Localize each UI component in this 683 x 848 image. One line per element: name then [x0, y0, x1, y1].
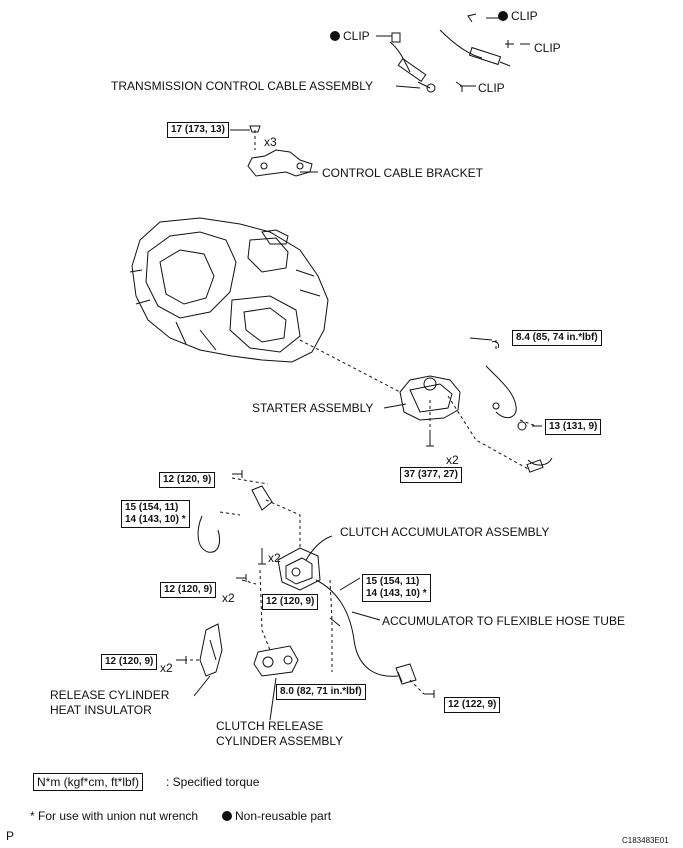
torque-box-12-b: 12 (120, 9): [160, 582, 217, 598]
clutch-accumulator: [251, 485, 321, 591]
control-cable-bracket-label: CONTROL CABLE BRACKET: [322, 166, 483, 180]
torque-box-12-a: 12 (120, 9): [159, 472, 216, 488]
x2-label-bolt: x2: [222, 591, 235, 605]
torque-unit-legend-box: N*m (kgf*cm, ft*lbf): [33, 773, 144, 791]
non-reusable-dot-icon: [330, 31, 340, 41]
release-cylinder-heat-insulator: [199, 623, 223, 677]
clutch-release-label-1: CLUTCH RELEASE: [216, 719, 324, 733]
transmission-control-cable: [389, 13, 514, 93]
torque-box-8-4: 8.4 (85, 74 in.*lbf): [512, 330, 602, 346]
control-cable-bracket: [247, 125, 313, 177]
torque-box-17: 17 (173, 13): [167, 122, 229, 138]
x2-label-insulator: x2: [160, 661, 173, 675]
accumulator-hose-label: ACCUMULATOR TO FLEXIBLE HOSE TUBE: [382, 614, 625, 628]
transmission-control-cable-label: TRANSMISSION CONTROL CABLE ASSEMBLY: [111, 79, 374, 93]
transmission-housing: [129, 217, 329, 363]
x2-label-starter: x2: [446, 453, 459, 467]
torque-14-b: 14 (143, 10) *: [366, 588, 427, 599]
starter-assembly: [399, 341, 553, 473]
release-insulator-label-2: HEAT INSULATOR: [50, 703, 152, 717]
torque-box-37: 37 (377, 27): [400, 467, 462, 483]
x3-label: x3: [264, 135, 277, 149]
torque-15-b: 15 (154, 11): [366, 576, 420, 587]
x2-label-accumulator: x2: [268, 551, 281, 565]
clutch-release-cylinder: [253, 645, 299, 677]
clip-label-4: CLIP: [478, 81, 505, 95]
starter-assembly-label: STARTER ASSEMBLY: [252, 401, 374, 415]
bolts: [176, 430, 435, 698]
guide-lines: [184, 339, 537, 695]
figure-code: C183483E01: [622, 836, 669, 845]
clip-label-2: CLIP: [498, 10, 538, 23]
torque-box-12-c: 12 (120, 9): [262, 594, 319, 610]
release-insulator-label-1: RELEASE CYLINDER: [50, 688, 170, 702]
non-reusable-legend: Non-reusable part: [222, 810, 331, 823]
clip-label-3: CLIP: [534, 41, 561, 55]
non-reusable-dot-icon: [498, 11, 508, 21]
torque-box-8-0: 8.0 (82, 71 in.*lbf): [276, 684, 366, 700]
torque-box-12-d: 12 (120, 9): [101, 654, 158, 670]
hose-tube: [197, 515, 417, 685]
clutch-release-label-2: CYLINDER ASSEMBLY: [216, 734, 344, 748]
non-reusable-dot-icon: [222, 811, 232, 821]
torque-15-a: 15 (154, 11): [125, 502, 179, 513]
page-letter: P: [6, 829, 15, 843]
torque-unit-legend-text: : Specified torque: [166, 775, 260, 789]
torque-box-12-122: 12 (122, 9): [444, 697, 501, 713]
clip-label-1: CLIP: [330, 30, 370, 43]
torque-box-15-14-a: 15 (154, 11) 14 (143, 10) *: [121, 500, 190, 528]
clutch-accumulator-label: CLUTCH ACCUMULATOR ASSEMBLY: [340, 525, 550, 539]
union-nut-legend: * For use with union nut wrench: [30, 809, 199, 823]
torque-box-15-14-b: 15 (154, 11) 14 (143, 10) *: [362, 574, 431, 602]
torque-box-13: 13 (131, 9): [545, 419, 602, 435]
torque-14-a: 14 (143, 10) *: [125, 514, 186, 525]
